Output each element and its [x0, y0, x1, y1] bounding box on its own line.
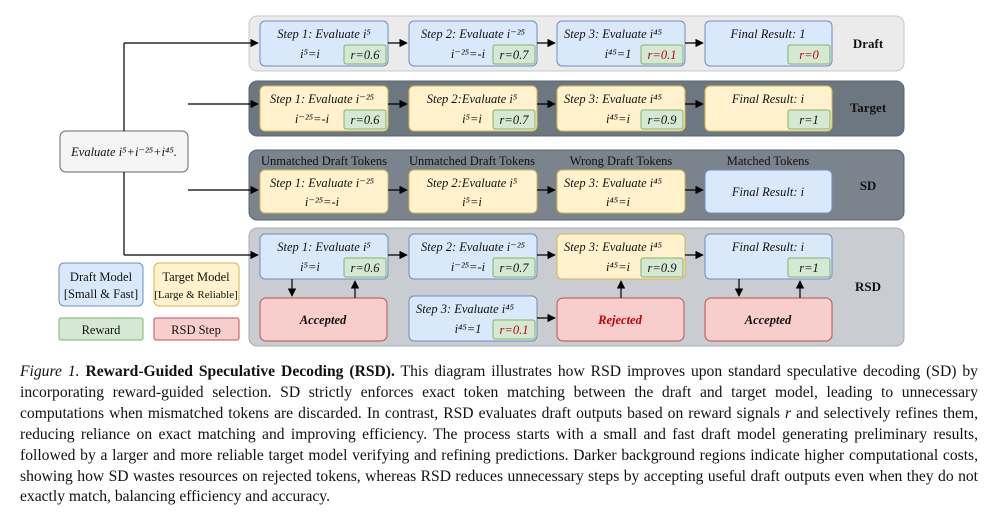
rsd-lane: Step 1: Evaluate i⁵ i⁵=i r=0.6 Step 2: E… — [259, 233, 833, 342]
legend-rsd-step-label: RSD Step — [171, 323, 221, 337]
legend-reward — [58, 317, 144, 341]
draft-step-1-r: r=0.6 — [351, 48, 381, 62]
question-connectors — [123, 38, 259, 260]
legend-target-model-line2: [Large & Reliable] — [154, 289, 237, 301]
draft-step-3-eq: i⁴⁵=1 — [605, 47, 632, 61]
draft-step-1-reward — [343, 44, 387, 65]
draft-step-2-eq: i⁻²⁵=-i — [451, 47, 486, 61]
legend-draft-model-line2: [Small & Fast] — [64, 287, 138, 301]
rsd-accepted-2-label: Accepted — [744, 313, 792, 327]
caption-figure-number: Figure 1. — [20, 363, 80, 380]
sd-step-3-title: Step 3: Evaluate i⁴⁵ — [564, 176, 663, 190]
rsd-step-1-reward — [343, 257, 387, 278]
rsd-step-2-reward — [492, 257, 536, 278]
rsd-step-3-target-eq: i⁴⁵=i — [606, 260, 631, 274]
target-step-2-r: r=0.7 — [500, 113, 530, 127]
caption-body-2: and selectively refines them, reducing r… — [20, 404, 978, 506]
target-step-1-reward — [343, 109, 387, 130]
sd-header-3: Wrong Draft Tokens — [570, 154, 673, 168]
target-step-1-r: r=0.6 — [351, 113, 381, 127]
target-final-title: Final Result: i — [731, 92, 805, 106]
target-step-3-r: r=0.9 — [648, 113, 678, 127]
sd-step-2 — [408, 169, 538, 214]
target-step-2-title: Step 2:Evaluate i⁵ — [427, 92, 518, 106]
sd-step-3-eq: i⁴⁵=i — [606, 195, 631, 209]
lane-label-target: Target — [850, 100, 887, 115]
rsd-step-3-target-title: Step 3: Evaluate i⁴⁵ — [564, 240, 663, 254]
draft-step-3-reward — [640, 44, 684, 65]
sd-lane: Step 1: Evaluate i⁻²⁵ i⁻²⁵=-i Step 2:Eva… — [259, 169, 833, 214]
rsd-rejected-label: Rejected — [597, 313, 642, 327]
draft-step-3-r: r=0.1 — [648, 48, 677, 62]
caption-title: Reward-Guided Speculative Decoding (RSD)… — [85, 363, 395, 380]
caption-body-1: This diagram illustrates how RSD improve… — [20, 363, 978, 422]
target-final-r: r=1 — [799, 113, 819, 127]
sd-step-2-eq: i⁵=i — [462, 195, 482, 209]
sd-step-2-title: Step 2:Evaluate i⁵ — [427, 176, 518, 190]
draft-step-2-title: Step 2: Evaluate i⁻²⁵ — [421, 27, 526, 41]
legend-draft-model-line1: Draft Model — [70, 270, 133, 284]
target-step-3-eq: i⁴⁵=i — [606, 112, 631, 126]
legend-target-model-line1: Target Model — [162, 270, 230, 284]
rsd-accepted-1 — [259, 297, 388, 342]
draft-step-1-title: Step 1: Evaluate i⁵ — [277, 27, 371, 41]
sd-header-4: Matched Tokens — [727, 154, 810, 168]
rsd-step-3-target-r: r=0.9 — [648, 261, 678, 275]
rsd-step-2-title: Step 2: Evaluate i⁻²⁵ — [421, 240, 526, 254]
rsd-draft-step-3-eq: i⁴⁵=1 — [455, 322, 482, 336]
legend-draft-model — [58, 262, 144, 307]
rsd-final-title: Final Result: i — [731, 240, 805, 254]
draft-step-1-eq: i⁵=i — [300, 47, 320, 61]
rsd-diagram: Draft Target SD RSD Evaluate i⁵+i⁻²⁵+i⁴⁵… — [58, 15, 905, 347]
sd-step-1-title: Step 1: Evaluate i⁻²⁵ — [270, 176, 375, 190]
draft-final-reward — [787, 44, 831, 65]
lane-label-rsd: RSD — [855, 279, 881, 294]
rsd-step-1-r: r=0.6 — [351, 261, 381, 275]
rsd-step-3-target-reward — [640, 257, 684, 278]
figure-caption: Figure 1. Reward-Guided Speculative Deco… — [20, 362, 978, 508]
draft-step-3-title: Step 3: Evaluate i⁴⁵ — [564, 27, 663, 41]
rsd-step-1-title: Step 1: Evaluate i⁵ — [277, 240, 371, 254]
question-text: Evaluate i⁵+i⁻²⁵+i⁴⁵. — [70, 145, 177, 159]
sd-step-1 — [259, 169, 389, 214]
target-step-1-title: Step 1: Evaluate i⁻²⁵ — [270, 92, 375, 106]
target-step-1-eq: i⁻²⁵=-i — [295, 112, 330, 126]
sd-step-1-eq: i⁻²⁵=-i — [305, 195, 340, 209]
rsd-accepted-1-label: Accepted — [299, 313, 347, 327]
rsd-draft-step-3-reward — [492, 319, 536, 340]
draft-lane: Step 1: Evaluate i⁵ i⁵=i r=0.6 Step 2: E… — [259, 20, 833, 67]
rsd-accepted-2 — [704, 297, 833, 342]
sd-final — [704, 169, 833, 214]
rsd-final-r: r=1 — [799, 261, 819, 275]
sd-header-2: Unmatched Draft Tokens — [409, 154, 535, 168]
target-step-3-reward — [640, 109, 684, 130]
legend-rsd-step — [153, 317, 240, 341]
rsd-draft-step-3-r: r=0.1 — [500, 323, 529, 337]
target-step-2-eq: i⁵=i — [462, 112, 482, 126]
target-step-2-reward — [492, 109, 536, 130]
draft-final-title: Final Result: 1 — [730, 27, 806, 41]
legend-reward-label: Reward — [82, 323, 122, 337]
lane-label-draft: Draft — [853, 36, 884, 51]
rsd-step-2-eq: i⁻²⁵=-i — [451, 260, 486, 274]
target-final-reward — [787, 109, 831, 130]
sd-final-title: Final Result: i — [731, 185, 805, 199]
rsd-draft-step-3-title: Step 3: Evaluate i⁴⁵ — [416, 302, 515, 316]
draft-final-r: r=0 — [799, 48, 819, 62]
target-lane: Step 1: Evaluate i⁻²⁵ i⁻²⁵=-i r=0.6 Step… — [259, 85, 833, 132]
rsd-step-2-r: r=0.7 — [500, 261, 530, 275]
target-step-3-title: Step 3: Evaluate i⁴⁵ — [564, 92, 663, 106]
rsd-final-reward — [787, 257, 831, 278]
caption-var-r: r — [785, 404, 792, 422]
draft-step-2-reward — [492, 44, 536, 65]
sd-step-3 — [556, 169, 686, 214]
draft-step-2-r: r=0.7 — [500, 48, 530, 62]
lane-label-sd: SD — [860, 178, 877, 193]
legend-target-model — [153, 262, 240, 307]
rsd-step-1-eq: i⁵=i — [300, 260, 320, 274]
legend: Draft Model [Small & Fast] Target Model … — [58, 262, 240, 341]
sd-header-1: Unmatched Draft Tokens — [261, 154, 387, 168]
